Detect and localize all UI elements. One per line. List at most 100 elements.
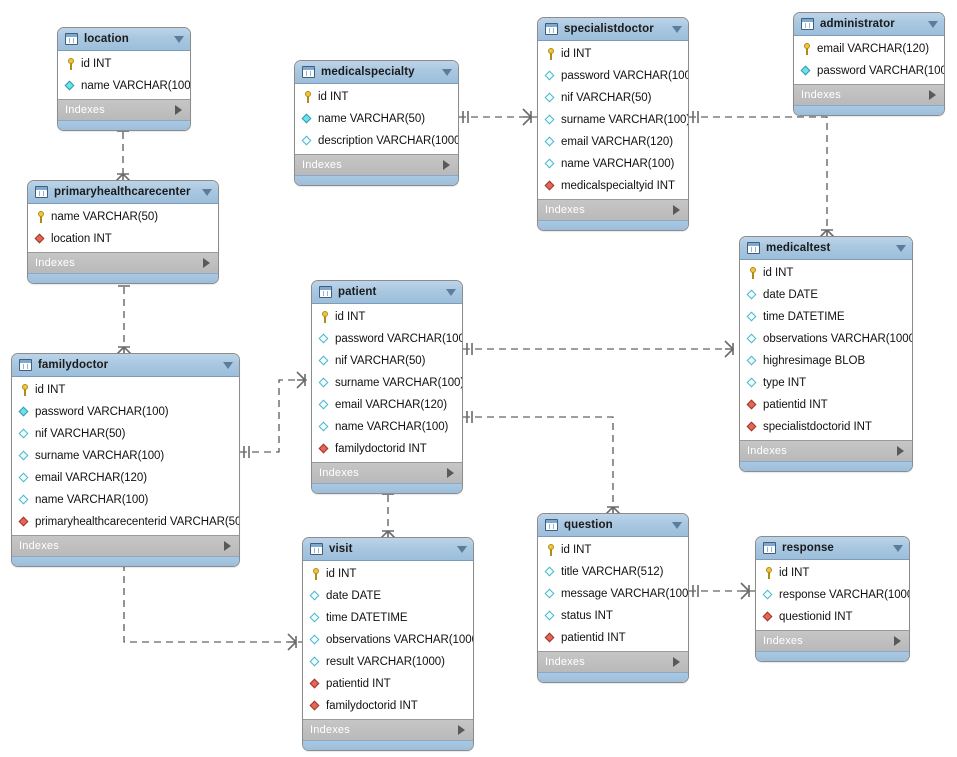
column-row[interactable]: familydoctorid INT (312, 438, 462, 460)
column-row[interactable]: surname VARCHAR(100) (538, 109, 688, 131)
indexes-section-response[interactable]: Indexes (756, 630, 909, 651)
chevron-down-icon[interactable] (223, 361, 233, 369)
chevron-right-icon[interactable] (443, 160, 450, 170)
chevron-down-icon[interactable] (442, 68, 452, 76)
column-row[interactable]: patientid INT (740, 394, 912, 416)
chevron-down-icon[interactable] (896, 244, 906, 252)
chevron-right-icon[interactable] (224, 541, 231, 551)
chevron-right-icon[interactable] (673, 657, 680, 667)
column-row[interactable]: id INT (538, 539, 688, 561)
column-row[interactable]: password VARCHAR(100) (538, 65, 688, 87)
column-row[interactable]: questionid INT (756, 606, 909, 628)
chevron-right-icon[interactable] (447, 468, 454, 478)
chevron-right-icon[interactable] (458, 725, 465, 735)
column-row[interactable]: email VARCHAR(120) (794, 38, 944, 60)
chevron-right-icon[interactable] (175, 105, 182, 115)
column-row[interactable]: surname VARCHAR(100) (12, 445, 239, 467)
chevron-down-icon[interactable] (446, 288, 456, 296)
indexes-section-specialistdoctor[interactable]: Indexes (538, 199, 688, 220)
table-header-administrator[interactable]: administrator (794, 13, 944, 36)
column-row[interactable]: message VARCHAR(1000) (538, 583, 688, 605)
indexes-section-question[interactable]: Indexes (538, 651, 688, 672)
column-row[interactable]: status INT (538, 605, 688, 627)
chevron-down-icon[interactable] (202, 188, 212, 196)
column-row[interactable]: id INT (756, 562, 909, 584)
table-header-primaryhealthcarecenter[interactable]: primaryhealthcarecenter (28, 181, 218, 204)
column-row[interactable]: password VARCHAR(100) (312, 328, 462, 350)
chevron-right-icon[interactable] (203, 258, 210, 268)
column-row[interactable]: date DATE (740, 284, 912, 306)
column-row[interactable]: familydoctorid INT (303, 695, 473, 717)
column-row[interactable]: response VARCHAR(1000) (756, 584, 909, 606)
column-row[interactable]: id INT (12, 379, 239, 401)
table-header-patient[interactable]: patient (312, 281, 462, 304)
column-row[interactable]: location INT (28, 228, 218, 250)
column-row[interactable]: observations VARCHAR(1000) (740, 328, 912, 350)
column-row[interactable]: name VARCHAR(100) (58, 75, 190, 97)
chevron-down-icon[interactable] (928, 20, 938, 28)
column-row[interactable]: name VARCHAR(100) (538, 153, 688, 175)
column-row[interactable]: highresimage BLOB (740, 350, 912, 372)
column-row[interactable]: medicalspecialtyid INT (538, 175, 688, 197)
column-row[interactable]: id INT (740, 262, 912, 284)
indexes-section-medicaltest[interactable]: Indexes (740, 440, 912, 461)
indexes-section-medicalspecialty[interactable]: Indexes (295, 154, 458, 175)
column-row[interactable]: observations VARCHAR(1000) (303, 629, 473, 651)
chevron-down-icon[interactable] (174, 35, 184, 43)
chevron-down-icon[interactable] (672, 521, 682, 529)
table-header-location[interactable]: location (58, 28, 190, 51)
column-row[interactable]: patientid INT (303, 673, 473, 695)
column-row[interactable]: time DATETIME (740, 306, 912, 328)
table-header-question[interactable]: question (538, 514, 688, 537)
chevron-down-icon[interactable] (893, 544, 903, 552)
column-row[interactable]: name VARCHAR(100) (12, 489, 239, 511)
chevron-down-icon[interactable] (457, 545, 467, 553)
table-header-visit[interactable]: visit (303, 538, 473, 561)
chevron-right-icon[interactable] (897, 446, 904, 456)
table-header-familydoctor[interactable]: familydoctor (12, 354, 239, 377)
table-header-medicaltest[interactable]: medicaltest (740, 237, 912, 260)
column-row[interactable]: id INT (303, 563, 473, 585)
indexes-section-familydoctor[interactable]: Indexes (12, 535, 239, 556)
column-row[interactable]: name VARCHAR(50) (295, 108, 458, 130)
column-row[interactable]: name VARCHAR(100) (312, 416, 462, 438)
column-row[interactable]: id INT (538, 43, 688, 65)
chevron-right-icon[interactable] (894, 636, 901, 646)
column-row[interactable]: password VARCHAR(100) (794, 60, 944, 82)
column-row[interactable]: id INT (295, 86, 458, 108)
indexes-section-patient[interactable]: Indexes (312, 462, 462, 483)
column-row[interactable]: nif VARCHAR(50) (12, 423, 239, 445)
column-row[interactable]: result VARCHAR(1000) (303, 651, 473, 673)
column-row[interactable]: surname VARCHAR(100) (312, 372, 462, 394)
indexes-section-administrator[interactable]: Indexes (794, 84, 944, 105)
column-row[interactable]: specialistdoctorid INT (740, 416, 912, 438)
indexes-section-primaryhealthcarecenter[interactable]: Indexes (28, 252, 218, 273)
column-row[interactable]: id INT (58, 53, 190, 75)
column-row[interactable]: name VARCHAR(50) (28, 206, 218, 228)
table-header-specialistdoctor[interactable]: specialistdoctor (538, 18, 688, 41)
column-row[interactable]: date DATE (303, 585, 473, 607)
indexes-section-visit[interactable]: Indexes (303, 719, 473, 740)
column-row[interactable]: primaryhealthcarecenterid VARCHAR(50) (12, 511, 239, 533)
chevron-right-icon[interactable] (929, 90, 936, 100)
chevron-down-icon[interactable] (672, 25, 682, 33)
table-header-medicalspecialty[interactable]: medicalspecialty (295, 61, 458, 84)
column-row[interactable]: email VARCHAR(120) (538, 131, 688, 153)
indexes-section-location[interactable]: Indexes (58, 99, 190, 120)
column-row[interactable]: patientid INT (538, 627, 688, 649)
column-row[interactable]: description VARCHAR(1000) (295, 130, 458, 152)
table-header-response[interactable]: response (756, 537, 909, 560)
chevron-right-icon[interactable] (673, 205, 680, 215)
column-row[interactable]: id INT (312, 306, 462, 328)
column-row[interactable]: type INT (740, 372, 912, 394)
column-row[interactable]: nif VARCHAR(50) (312, 350, 462, 372)
